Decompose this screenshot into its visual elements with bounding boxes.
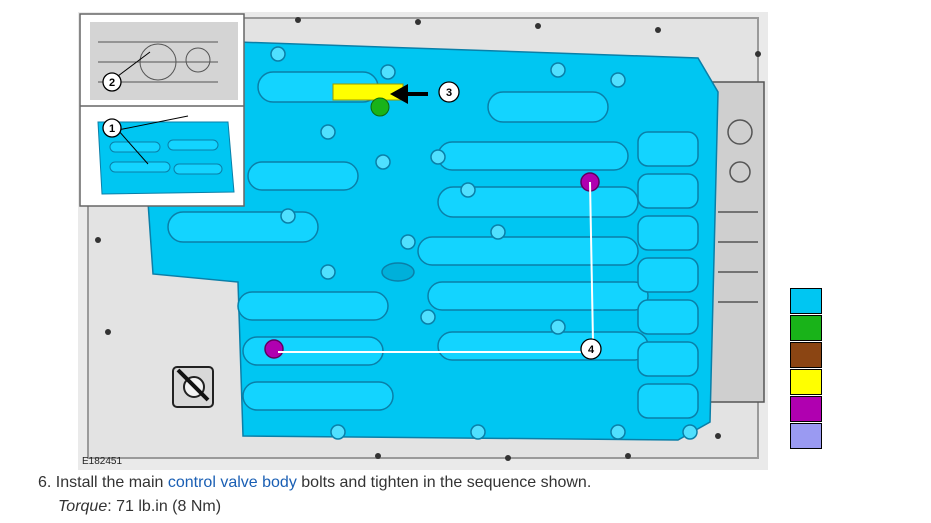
callout-4-label: 4 xyxy=(588,344,595,356)
legend-swatch-2 xyxy=(790,315,822,341)
figure-id: E182451 xyxy=(82,456,123,467)
callout-3: 3 xyxy=(438,81,460,103)
legend-swatch-5 xyxy=(790,396,822,422)
control-valve-body-illustration: 1 2 3 4 xyxy=(78,12,768,470)
torque-value: : 71 lb.in (8 Nm) xyxy=(107,498,222,515)
legend-swatch-6 xyxy=(790,423,822,449)
legend-swatch-1 xyxy=(790,288,822,314)
callout-1-label: 1 xyxy=(109,123,115,135)
step-instruction: 6. Install the main control valve body b… xyxy=(38,474,591,492)
step-text-before: Install the main xyxy=(55,474,164,491)
legend-swatch-3 xyxy=(790,342,822,368)
callout-3-label: 3 xyxy=(446,87,452,99)
control-valve-body-link[interactable]: control valve body xyxy=(167,474,297,491)
callout-2-label: 2 xyxy=(109,77,115,89)
callout-2: 2 xyxy=(102,72,122,92)
callout-4: 4 xyxy=(580,338,602,360)
torque-label: Torque xyxy=(58,498,108,515)
color-legend xyxy=(790,288,822,450)
legend-swatch-4 xyxy=(790,369,822,395)
step-number: 6. xyxy=(38,474,52,491)
callout-1: 1 xyxy=(102,118,122,138)
step-text-after: bolts and tighten in the sequence shown. xyxy=(301,474,592,491)
torque-spec: Torque: 71 lb.in (8 Nm) xyxy=(58,498,221,516)
